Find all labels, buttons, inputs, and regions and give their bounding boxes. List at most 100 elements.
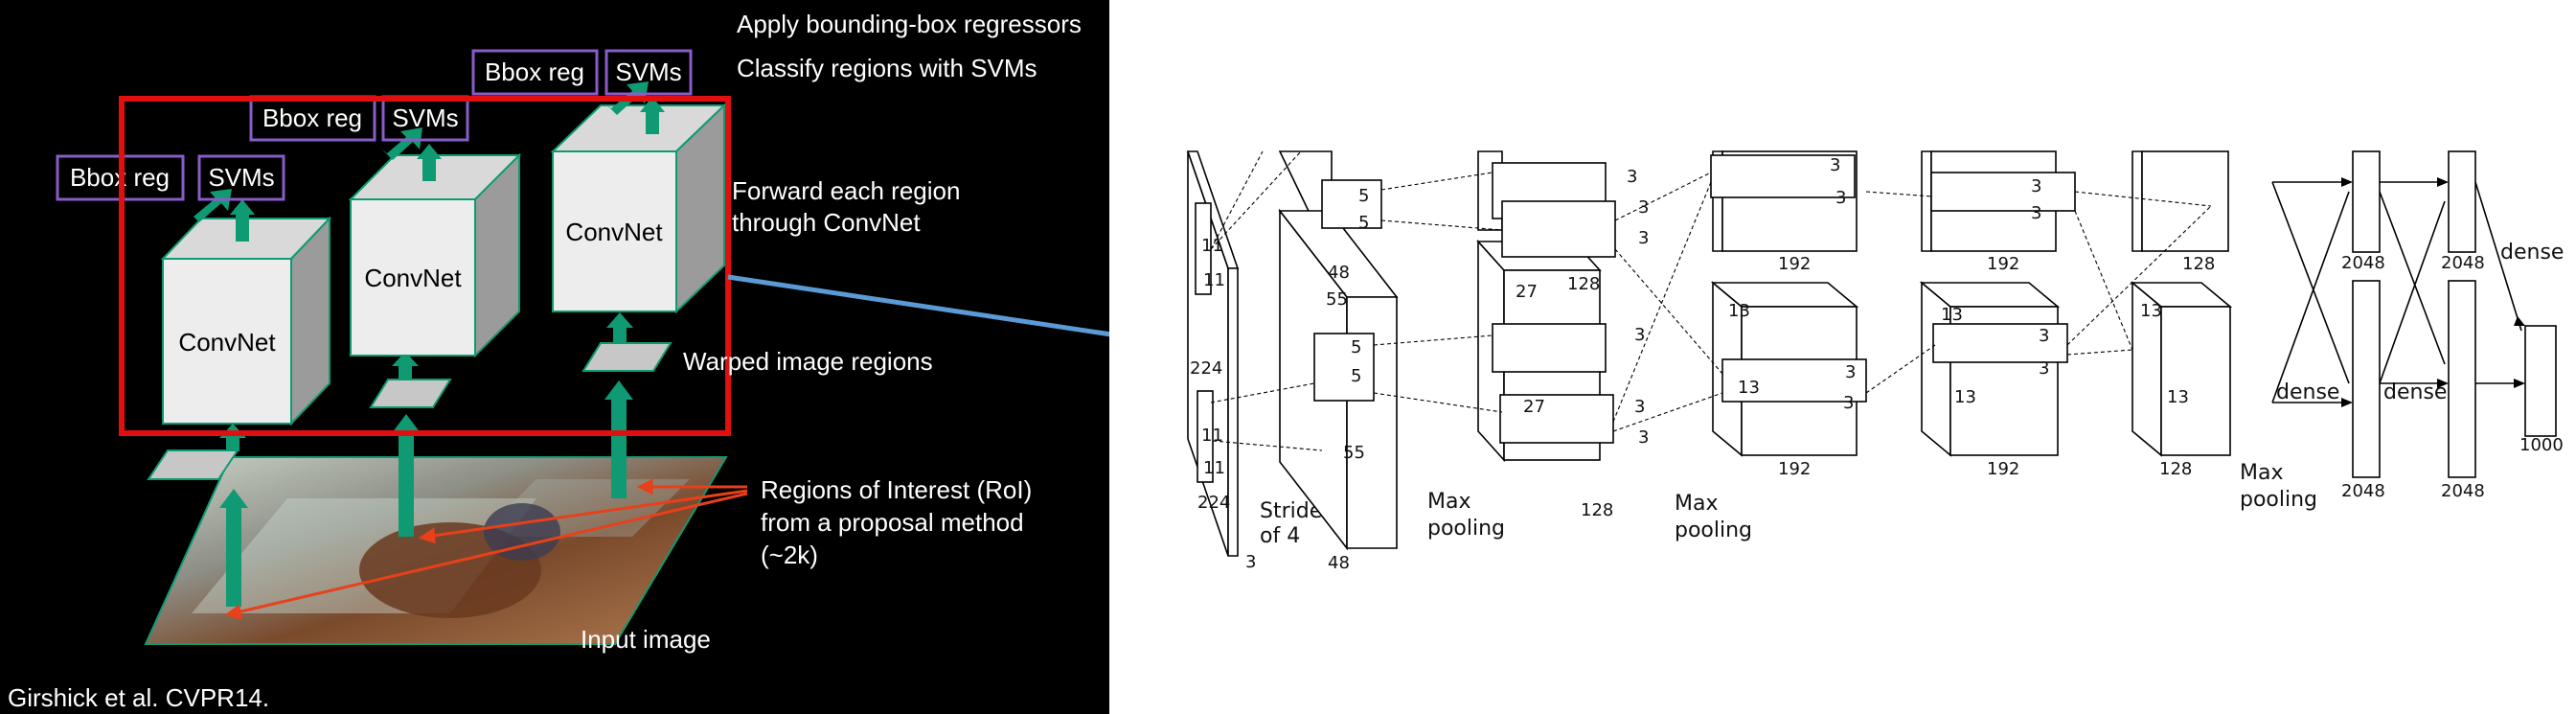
arrows-image-to-warped [219, 380, 633, 607]
rcnn-diagram: ConvNet ConvNet ConvNet Bbox reg SVMs Bb… [8, 10, 1147, 712]
l3-channels-label-b: 192 [1778, 459, 1811, 479]
l4-channels-label-b: 192 [1987, 459, 2019, 479]
l3-channels-label-a: 192 [1778, 254, 1811, 274]
layer2: 3 3 3 3 3 3 27 27 128 128 Max pooling [1476, 150, 1752, 542]
kernel3-label-c: 3 [1638, 228, 1649, 248]
caption-roi-2: from a proposal method [761, 508, 1024, 537]
head-labels-2: Bbox reg SVMs [249, 95, 469, 142]
convnet-highlight-box [119, 96, 731, 436]
caption-roi-1: Regions of Interest (RoI) [761, 475, 1032, 504]
dense-label-1: dense [2276, 380, 2339, 404]
l1-channels-label-a: 48 [1328, 263, 1350, 283]
l3-kernel-a: 3 [1830, 155, 1840, 175]
l4-hw-label-a: 13 [1941, 305, 1963, 325]
kernel3-label-b: 3 [1638, 197, 1649, 218]
fc7-units-b: 2048 [2441, 481, 2485, 501]
bbox-reg-label-3: Bbox reg [485, 58, 584, 86]
input-channels-label: 3 [1245, 552, 1256, 572]
fc-arrowheads [2341, 177, 2525, 407]
l5-hw-label-a: 13 [2140, 301, 2162, 321]
layer3: 3 3 3 3 13 13 192 192 [1710, 150, 1867, 479]
head-labels-1: Bbox reg SVMs [56, 154, 285, 201]
max-pooling-1a: Max [1427, 490, 1470, 514]
kernel3-label-d: 3 [1634, 325, 1645, 345]
kernel1-label-c: 11 [1201, 426, 1223, 446]
l2-hw-label-b: 27 [1523, 397, 1545, 417]
kernel1-label-b: 11 [1203, 270, 1225, 290]
l2-hw-label-a: 27 [1516, 282, 1538, 302]
fc6-units-b: 2048 [2341, 481, 2385, 501]
convnet-cube-1: ConvNet [160, 216, 332, 426]
l3-kernel-b: 3 [1835, 188, 1846, 208]
caption-classify-svm: Classify regions with SVMs [737, 54, 1037, 82]
l1-hw-label-b: 55 [1343, 443, 1365, 463]
input-hw-label-1: 224 [1190, 358, 1222, 379]
bbox-reg-label-2: Bbox reg [262, 104, 362, 132]
l2-channels-label-a: 128 [1567, 274, 1600, 294]
connector-arrow [727, 274, 1147, 350]
l2-channels-label-b: 128 [1581, 500, 1613, 520]
kernel2-label-c: 5 [1351, 337, 1361, 357]
head-labels-3: Bbox reg SVMs [471, 49, 693, 96]
l3-hw-label-a: 13 [1728, 301, 1750, 321]
caption-apply-bbox: Apply bounding-box regressors [737, 10, 1082, 38]
l4-kernel-c: 3 [2039, 326, 2049, 346]
max-pooling-1b: pooling [1427, 517, 1505, 541]
convnet-cube-2: ConvNet [348, 152, 522, 358]
l3-kernel-c: 3 [1845, 362, 1856, 382]
caption-warped: Warped image regions [683, 347, 933, 376]
max-pooling-3b: pooling [2240, 488, 2317, 512]
l1-hw-label-a: 55 [1326, 289, 1348, 310]
stride-label-2: of 4 [1260, 524, 1300, 548]
alexnet-diagram-panel: 11 11 11 11 224 224 3 Stride of 4 5 5 5 … [1109, 0, 2576, 714]
caption-input-image: Input image [581, 625, 711, 654]
caption-roi-3: (~2k) [761, 541, 818, 569]
rider-shape [484, 503, 560, 561]
kernel2-label-a: 5 [1358, 186, 1369, 206]
layer4: 3 3 3 3 13 13 192 192 [1919, 150, 2076, 479]
l4-kernel-d: 3 [2039, 358, 2049, 379]
fc6-units-a: 2048 [2341, 253, 2385, 273]
l1-channels-label-b: 48 [1328, 553, 1350, 573]
l5-channels-label-b: 128 [2159, 459, 2192, 479]
kernel3-label-a: 3 [1627, 167, 1637, 187]
l3-kernel-d: 3 [1843, 393, 1854, 413]
warped-region-3 [581, 342, 672, 372]
input-hw-label-2: 224 [1197, 493, 1230, 513]
fc7-units-a: 2048 [2441, 253, 2485, 273]
dense-label-3: dense [2500, 241, 2564, 265]
svm-label-2: SVMs [392, 104, 458, 132]
convnet-label-2: ConvNet [364, 264, 462, 292]
convnet-label-3: ConvNet [565, 218, 663, 246]
l4-kernel-b: 3 [2031, 203, 2041, 223]
l4-kernel-a: 3 [2031, 176, 2041, 196]
warped-region-1 [147, 449, 239, 480]
roi-pointer-lines [224, 478, 748, 621]
l3-hw-label-b: 13 [1738, 378, 1760, 398]
convnet-cube-3: ConvNet [550, 103, 727, 314]
kernel2-label-d: 5 [1351, 366, 1361, 386]
kernel2-label-b: 5 [1358, 213, 1369, 233]
output-units: 1000 [2519, 435, 2564, 455]
layer5: 13 13 128 128 Max pooling [2130, 150, 2317, 512]
l4-channels-label-a: 192 [1987, 254, 2019, 274]
rcnn-diagram-panel: ConvNet ConvNet ConvNet Bbox reg SVMs Bb… [0, 0, 1147, 714]
l4-hw-label-b: 13 [1954, 387, 1976, 407]
kernel3-label-f: 3 [1638, 427, 1649, 448]
kernel1-label-d: 11 [1203, 458, 1225, 478]
caption-forward-2: through ConvNet [732, 208, 921, 237]
layer1: 5 5 5 5 48 48 55 55 Max pooling [1278, 150, 1505, 573]
max-pooling-2a: Max [1675, 492, 1718, 516]
l5-hw-label-b: 13 [2167, 387, 2189, 407]
fc-layers: 2048 2048 2048 2048 1000 dense dense den… [2271, 150, 2564, 501]
max-pooling-3a: Max [2240, 461, 2283, 485]
warped-region-2 [369, 379, 452, 408]
svm-label-1: SVMs [208, 163, 274, 192]
kernel3-label-e: 3 [1634, 397, 1645, 417]
convnet-label-1: ConvNet [178, 328, 276, 357]
l5-channels-label-a: 128 [2182, 254, 2215, 274]
max-pooling-2b: pooling [1675, 518, 1752, 542]
fc-connections [2271, 181, 2522, 403]
projection-lines [1210, 150, 2212, 451]
caption-forward-1: Forward each region [732, 176, 960, 205]
